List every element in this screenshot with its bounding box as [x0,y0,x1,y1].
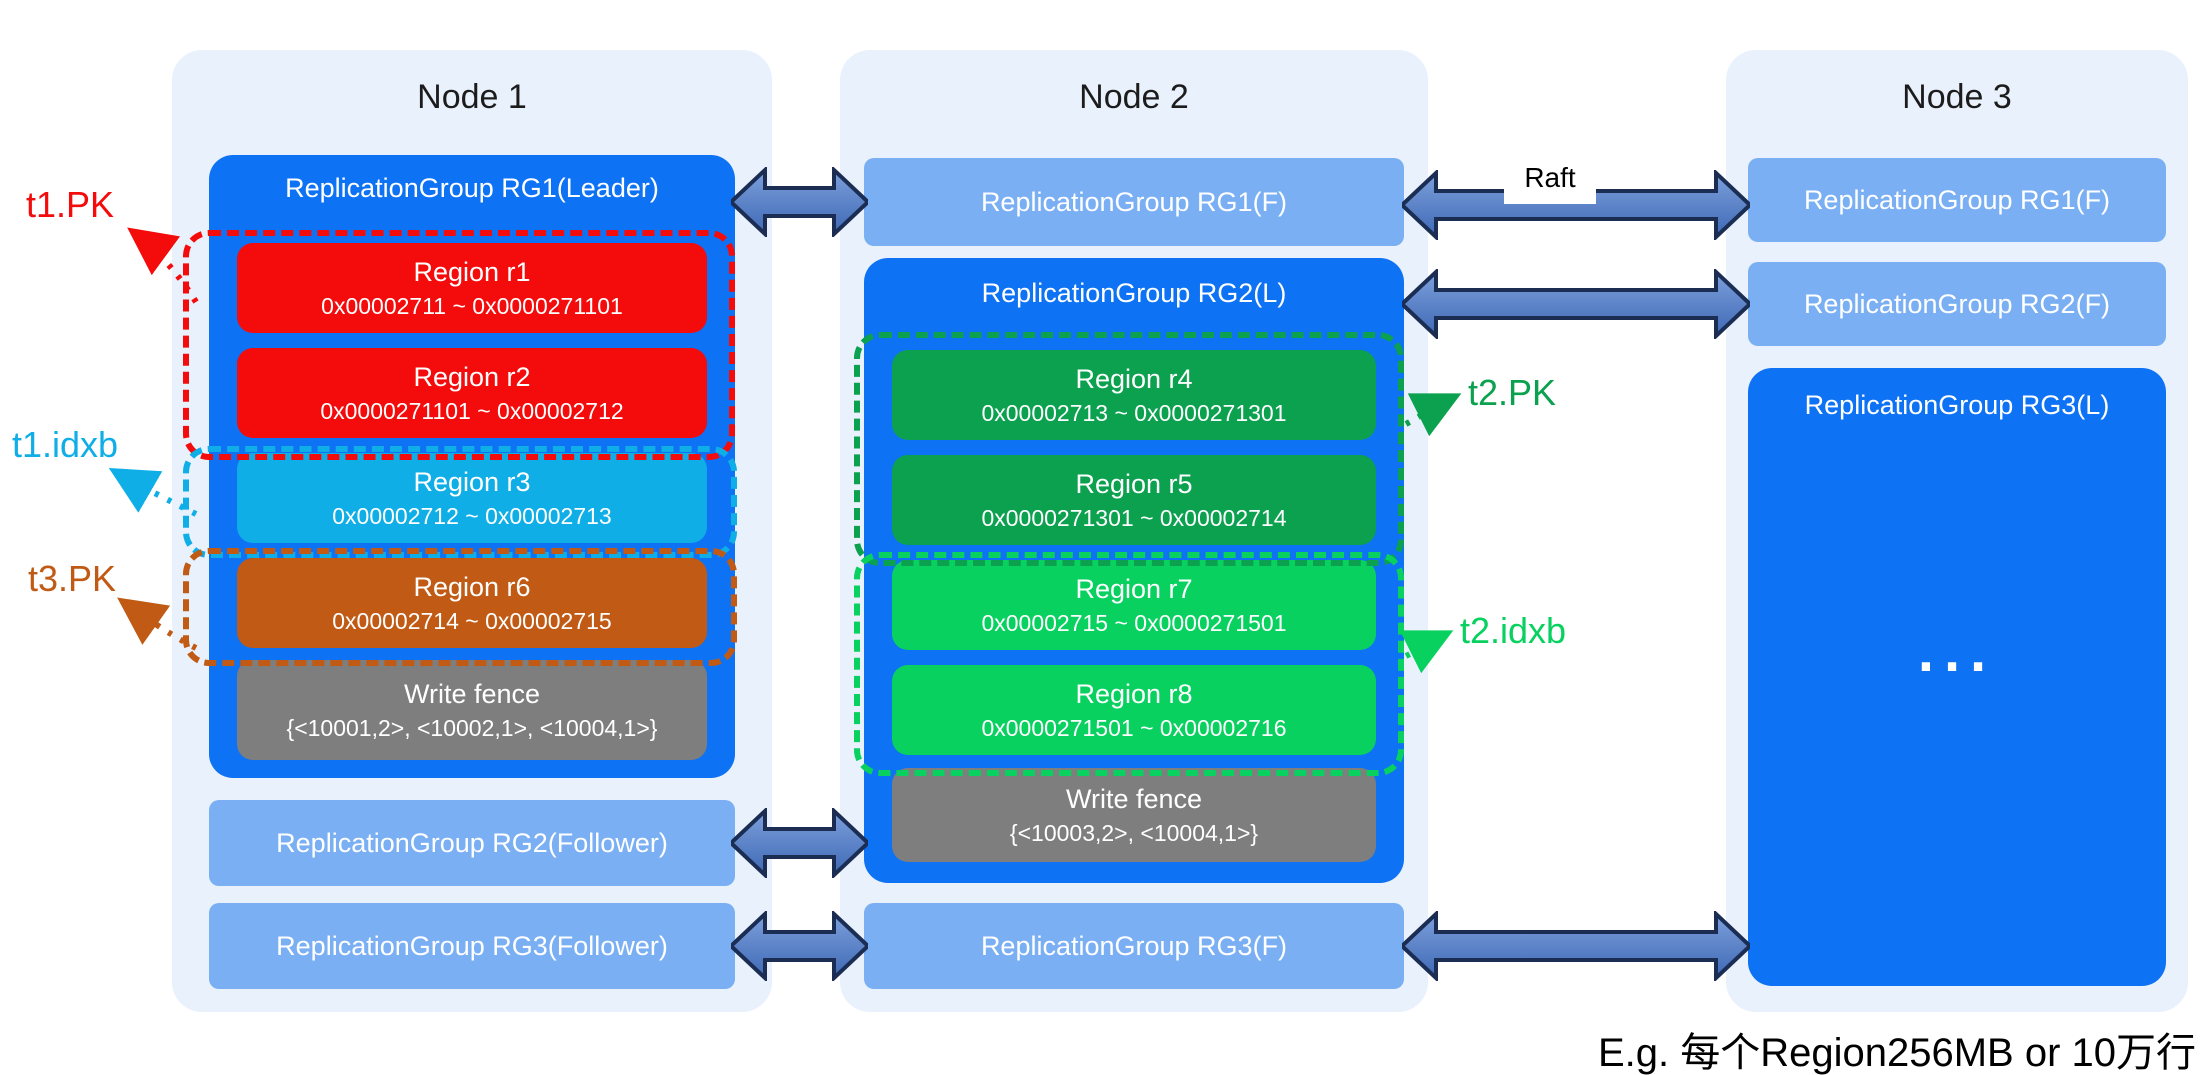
region-r7-box: Region r7 0x00002715 ~ 0x0000271501 [892,560,1376,650]
outline-t3-pk [183,548,737,666]
node2-rg3-follower-box: ReplicationGroup RG3(F) [864,903,1404,989]
node3-rg3-ellipsis: ... [1917,619,1997,684]
region-r2-name: Region r2 [413,361,531,392]
label-t2-pk: t2.PK [1468,372,1557,413]
label-t1-idxb: t1.idxb [12,424,119,465]
region-r8-box: Region r8 0x0000271501 ~ 0x00002716 [892,665,1376,755]
node3-rg1-follower-box: ReplicationGroup RG1(F) [1748,158,2166,242]
region-r1-box: Region r1 0x00002711 ~ 0x0000271101 [237,243,707,333]
region-r8-range: 0x0000271501 ~ 0x00002716 [981,714,1287,741]
outline-t1-idxb [183,446,737,558]
arrow-rg3-node1-node2 [731,911,868,981]
region-r4-box: Region r4 0x00002713 ~ 0x0000271301 [892,350,1376,440]
region-r7-range: 0x00002715 ~ 0x0000271501 [981,609,1287,636]
node2-title: Node 2 [1079,78,1189,116]
outline-t2-pk [854,332,1404,566]
outline-t1-pk [183,230,735,460]
region-r7-name: Region r7 [1075,573,1193,604]
node1-rg1-header: ReplicationGroup RG1(Leader) [285,173,659,203]
region-r8-name: Region r8 [1075,678,1193,709]
arrow-rg2-node2-node3 [1402,269,1750,339]
region-r3-box: Region r3 0x00002712 ~ 0x00002713 [237,453,707,543]
write-fence-node1-title: Write fence [403,678,541,709]
region-r5-box: Region r5 0x0000271301 ~ 0x00002714 [892,455,1376,545]
node1-title: Node 1 [417,78,527,116]
node2-rg2-header: ReplicationGroup RG2(L) [981,278,1287,308]
node3-rg3-leader-box: ReplicationGroup RG3(L) ... [1748,368,2166,986]
region-r2-box: Region r2 0x0000271101 ~ 0x00002712 [237,348,707,438]
node3-rg2-follower-box: ReplicationGroup RG2(F) [1748,262,2166,346]
node1-rg2-follower-box: ReplicationGroup RG2(Follower) [209,800,735,886]
arrow-rg1-node1-node2 [731,167,868,237]
region-r4-name: Region r4 [1075,363,1193,394]
label-t2-idxb: t2.idxb [1460,610,1567,651]
region-r6-range: 0x00002714 ~ 0x00002715 [332,607,612,634]
write-fence-node1-box: Write fence {<10001,2>, <10002,1>, <1000… [237,660,707,760]
region-r6-name: Region r6 [413,571,531,602]
region-r5-range: 0x0000271301 ~ 0x00002714 [981,504,1287,531]
write-fence-node2-entries: {<10003,2>, <10004,1>} [1009,819,1259,846]
region-r6-box: Region r6 0x00002714 ~ 0x00002715 [237,558,707,648]
arrow-rg1-node2-node3 [1402,170,1750,240]
node3-rg3-header: ReplicationGroup RG3(L) [1804,390,2110,420]
write-fence-node2-title: Write fence [1065,783,1203,814]
region-r2-range: 0x0000271101 ~ 0x00002712 [320,397,624,424]
raft-label: Raft [1504,152,1596,204]
region-r5-name: Region r5 [1075,468,1193,499]
region-r1-name: Region r1 [413,256,531,287]
node3-title: Node 3 [1902,78,2012,116]
caption: E.g. 每个Region256MB or 10万行 [1597,1031,2196,1075]
arrow-rg2-node1-node2 [731,808,868,878]
arrow-rg3-node2-node3 [1402,911,1750,981]
label-t1-pk: t1.PK [26,184,115,225]
outline-t2-idxb [854,552,1404,776]
node2-rg1-follower-box: ReplicationGroup RG1(F) [864,158,1404,246]
write-fence-node2-box: Write fence {<10003,2>, <10004,1>} [892,768,1376,862]
region-r4-range: 0x00002713 ~ 0x0000271301 [981,399,1287,426]
region-r3-range: 0x00002712 ~ 0x00002713 [332,502,612,529]
label-t3-pk: t3.PK [28,558,117,599]
region-r3-name: Region r3 [413,466,531,497]
write-fence-node1-entries: {<10001,2>, <10002,1>, <10004,1>} [286,714,658,741]
region-r1-range: 0x00002711 ~ 0x0000271101 [321,292,623,319]
node1-rg3-follower-box: ReplicationGroup RG3(Follower) [209,903,735,989]
